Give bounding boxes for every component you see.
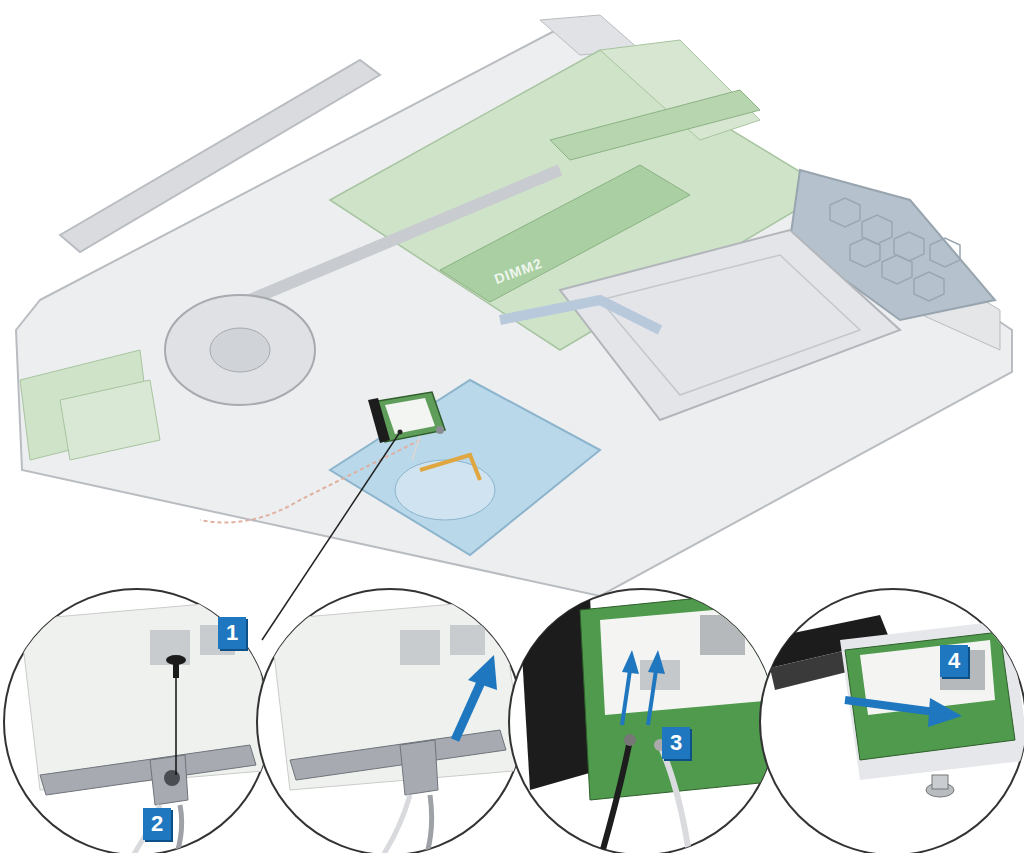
detail-circle [257,589,525,853]
callout-number: 2 [143,808,171,840]
detail-circle [4,589,275,853]
callout-number: 1 [218,617,246,649]
callout-number: 4 [940,645,968,677]
laptop-base [16,15,1012,596]
detail-circle [760,589,1024,853]
detail-circle [509,589,790,853]
callout-number: 3 [662,727,690,759]
